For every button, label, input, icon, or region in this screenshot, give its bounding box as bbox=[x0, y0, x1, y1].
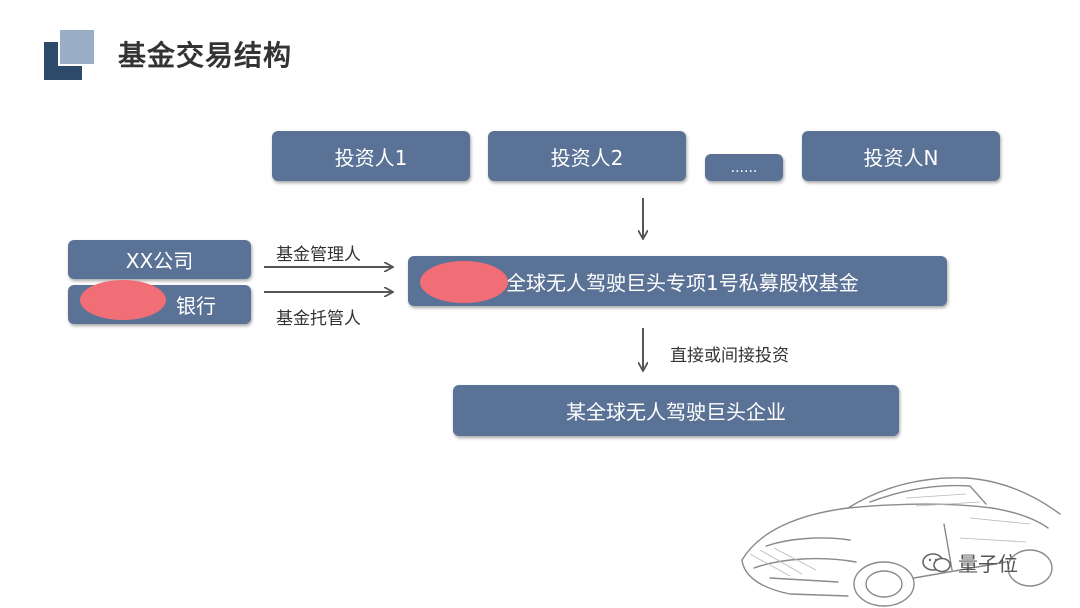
wechat-icon bbox=[922, 552, 952, 574]
watermark-text: 量子位 bbox=[958, 548, 1018, 577]
watermark: 量子位 bbox=[922, 548, 1018, 577]
car-sketch-icon bbox=[730, 458, 1070, 608]
